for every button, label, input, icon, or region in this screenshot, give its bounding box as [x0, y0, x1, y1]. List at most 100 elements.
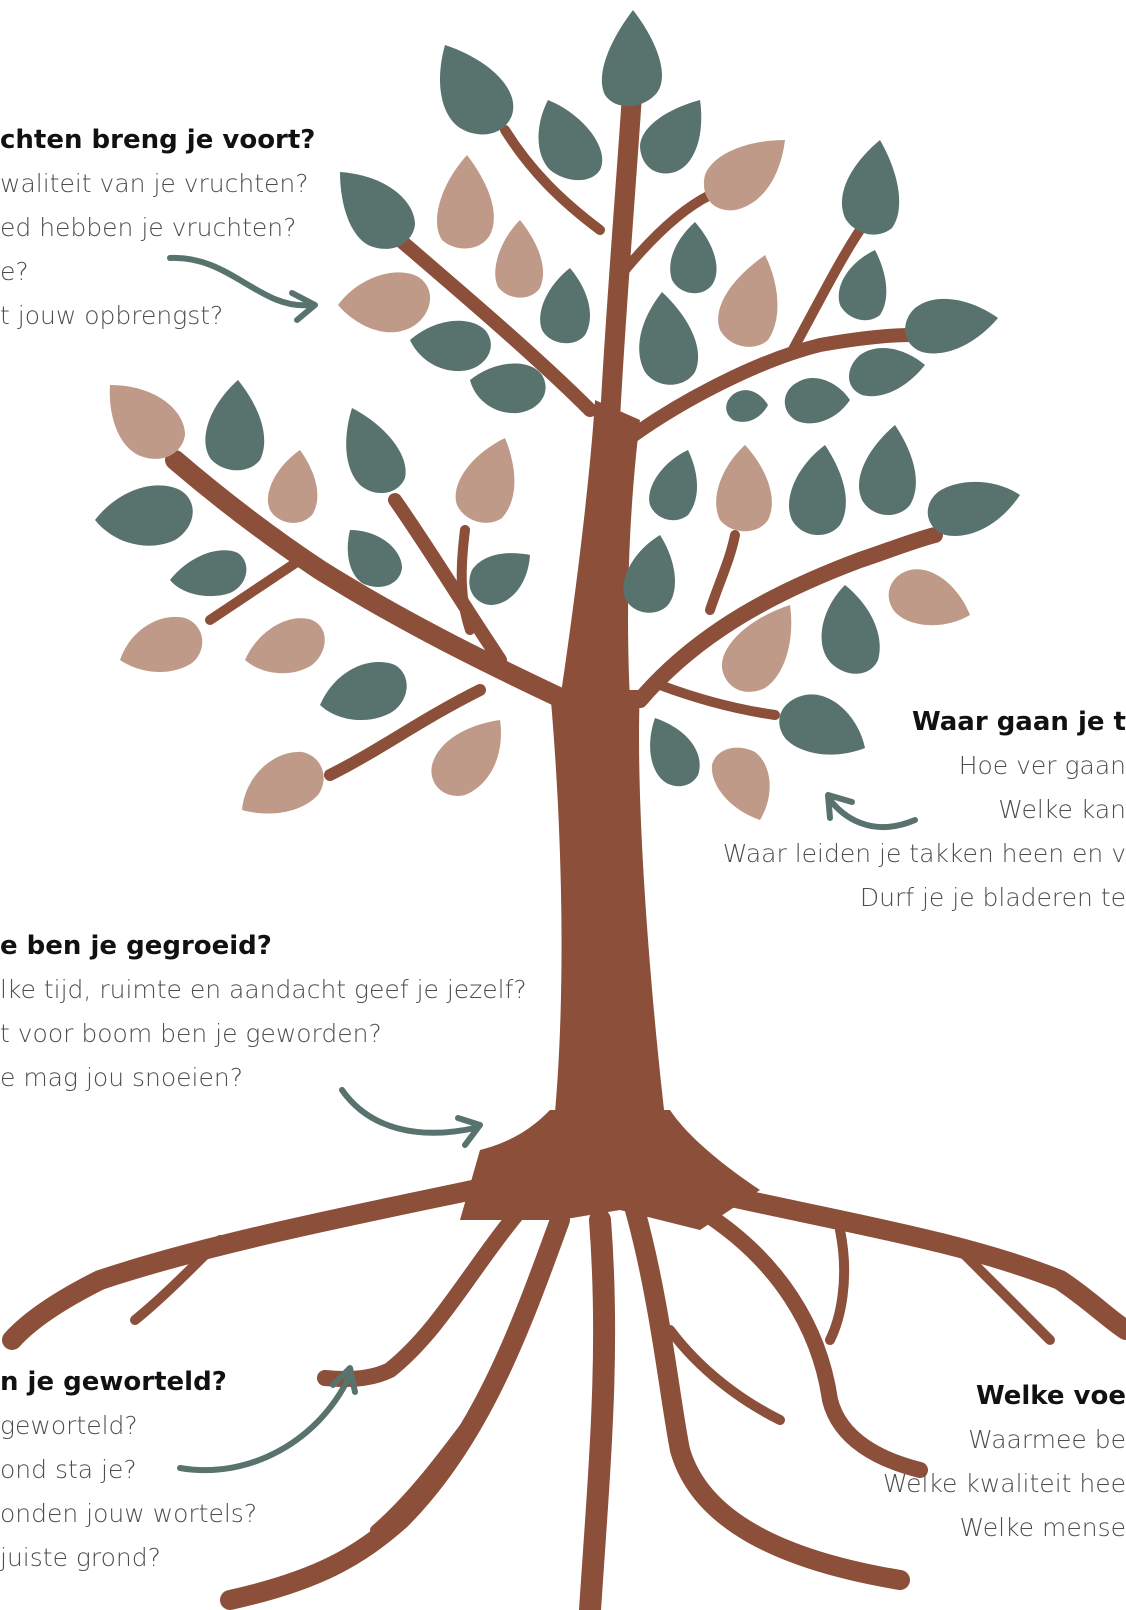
growth-title: e ben je gegroeid?	[0, 931, 272, 961]
leaf	[670, 222, 717, 294]
arrow-roots	[177, 1372, 353, 1474]
arrow-roots-head	[330, 1365, 358, 1395]
nourish-line: Welke mense	[959, 1513, 1126, 1542]
root-left-low-twig	[370, 1415, 475, 1535]
arrow-fruits-head	[289, 290, 318, 323]
leaf	[821, 585, 880, 674]
leaf	[650, 718, 700, 787]
fruits-line: e?	[0, 257, 29, 286]
arrow-fruits	[167, 254, 313, 309]
leaf	[120, 616, 203, 673]
leaf	[540, 268, 590, 344]
leaf	[242, 751, 324, 814]
branch-right-upper-twig	[785, 225, 865, 360]
roots-line: geworteld?	[0, 1411, 138, 1440]
leaf	[205, 380, 265, 471]
arrow-growth	[339, 1087, 478, 1136]
roots-line: onden jouw wortels?	[0, 1499, 258, 1528]
tree-root-base	[460, 1110, 760, 1230]
leaf	[640, 100, 702, 174]
leaf	[455, 438, 515, 523]
root-left-low	[220, 1210, 570, 1610]
branch-upper-left-twig	[500, 125, 605, 235]
branch-right-mid-twig	[705, 530, 740, 615]
leaf	[711, 747, 770, 820]
leaf	[320, 661, 407, 721]
leaf	[716, 445, 772, 532]
leaf	[838, 250, 887, 321]
arrow-growth-head	[455, 1115, 483, 1148]
growth-line: t voor boom ben je geworden?	[0, 1019, 382, 1048]
leaf	[431, 720, 501, 796]
branch-upper-right-twig	[620, 190, 715, 275]
growth-line: e mag jou snoeien?	[0, 1063, 243, 1092]
leaves	[95, 10, 1020, 820]
leaf	[436, 155, 494, 249]
root-left-twig	[130, 1235, 225, 1325]
tree-trunk	[550, 690, 670, 1160]
leaf	[858, 425, 916, 516]
branch-top	[600, 85, 642, 430]
root-right-twig	[955, 1245, 1055, 1345]
leaf	[109, 385, 185, 459]
leaf	[888, 569, 970, 626]
branch-left-twig-1	[205, 555, 305, 625]
leaf	[848, 347, 925, 397]
branches-questions: Waar gaan je t Hoe ver gaan Welke kan Wa…	[723, 700, 1126, 920]
leaf	[788, 445, 846, 536]
leaf	[170, 550, 247, 597]
leaf	[538, 100, 603, 181]
roots-line: ond sta je?	[0, 1455, 137, 1484]
root-far-right	[690, 1180, 1126, 1340]
roots-line: juiste grond?	[0, 1543, 161, 1572]
nourish-line: Welke kwaliteit hee	[882, 1469, 1126, 1498]
growth-line: lke tijd, ruimte en aandacht geef je jez…	[0, 975, 527, 1004]
arrow-branches-head	[825, 792, 855, 821]
branch-upper-left	[393, 233, 597, 417]
root-right-twig-2	[825, 1225, 850, 1345]
leaf	[779, 694, 865, 755]
leaf	[340, 172, 415, 249]
leaf	[601, 10, 662, 107]
fruits-title: chten breng je voort?	[0, 125, 316, 155]
leaf	[346, 408, 406, 494]
leaf	[95, 485, 193, 546]
root-center-right	[625, 1200, 910, 1590]
branch-left-upper-2	[456, 525, 475, 635]
nourish-line: Waarmee be	[968, 1425, 1126, 1454]
tree-trunk-top	[560, 400, 640, 700]
leaf	[245, 618, 325, 674]
leaf	[495, 220, 544, 298]
fruits-questions: chten breng je voort? waliteit van je vr…	[0, 118, 315, 338]
root-far-left	[2, 1170, 530, 1350]
root-right-mid	[692, 1202, 928, 1478]
leaf	[623, 535, 675, 613]
branch-left-big	[165, 450, 575, 710]
leaf	[905, 298, 998, 354]
branches-line: Welke kan	[998, 795, 1126, 824]
fruits-line: ed hebben je vruchten?	[0, 213, 297, 242]
leaf	[267, 450, 318, 523]
leaf	[703, 140, 785, 211]
arrow-branches	[827, 797, 918, 830]
fruits-line: waliteit van je vruchten?	[0, 169, 309, 198]
root-center	[579, 1209, 616, 1610]
leaf	[726, 390, 768, 422]
leaf	[841, 140, 900, 235]
branch-right-mid	[632, 527, 943, 708]
branch-left-upper	[388, 493, 507, 667]
leaf	[721, 605, 792, 692]
roots-title: n je geworteld?	[0, 1367, 227, 1397]
leaf	[927, 481, 1020, 536]
nourish-questions: Welke voe Waarmee be Welke kwaliteit hee…	[883, 1374, 1126, 1550]
leaf	[469, 553, 530, 605]
root-left-mid	[317, 1202, 528, 1388]
branch-left-low	[324, 684, 486, 781]
leaf	[338, 272, 431, 333]
roots-questions: n je geworteld? geworteld? ond sta je? o…	[0, 1360, 257, 1580]
leaf	[784, 378, 850, 424]
branch-right-low	[655, 680, 780, 720]
nourish-title: Welke voe	[975, 1381, 1126, 1411]
branches-line: Hoe ver gaan	[958, 751, 1126, 780]
